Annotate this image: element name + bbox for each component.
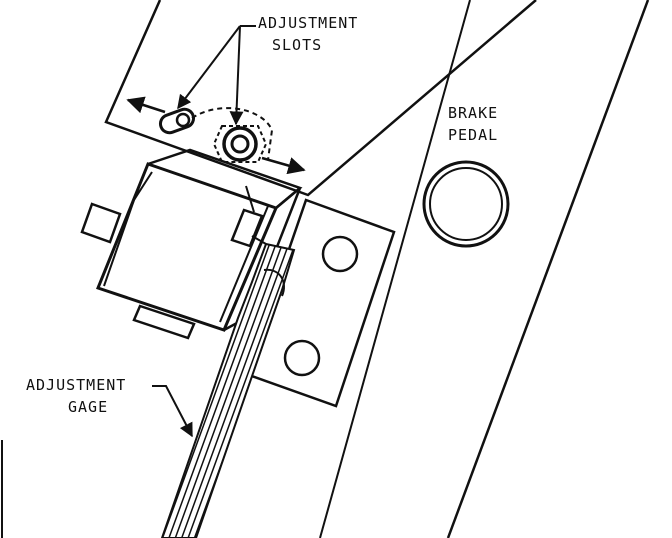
brake-pedal-label-line2: PEDAL: [448, 126, 499, 144]
switch-bracket: [104, 0, 537, 197]
adjustment-slots-label: ADJUSTMENT SLOTS: [258, 12, 358, 56]
bracket-outline: [104, 0, 537, 197]
brake-pedal-label-line1: BRAKE: [448, 104, 499, 122]
bracket-hidden-edge: [191, 107, 274, 161]
pedal-edge-left: [319, 0, 471, 538]
switch-plunger: [230, 208, 264, 248]
adjustment-slot-left: [158, 107, 196, 135]
adjustment-slots-label-line1: ADJUSTMENT: [258, 14, 359, 32]
stop-light-switch: [80, 148, 303, 340]
brake-pedal-arm: [319, 0, 650, 538]
slots-leader-lines: [177, 25, 256, 126]
pedal-edge-right: [446, 0, 650, 538]
switch-bottom-tab: [132, 304, 196, 340]
adjustment-gage: [160, 235, 296, 538]
switch-terminal: [80, 202, 122, 244]
adjustment-gage-label-line1: ADJUSTMENT: [26, 376, 127, 394]
adjustment-gage-label-line2: GAGE: [68, 398, 109, 416]
adjustment-gage-label: ADJUSTMENT GAGE: [26, 374, 126, 418]
adjustment-slots-label-line2: SLOTS: [272, 36, 323, 54]
adjustment-slot-bolt: [212, 125, 268, 163]
slot-travel-arrows: [126, 96, 306, 175]
brake-pedal-label: BRAKE PEDAL: [448, 102, 498, 146]
brake-pedal-hole: [422, 160, 510, 248]
gage-leader-line: [152, 385, 193, 438]
